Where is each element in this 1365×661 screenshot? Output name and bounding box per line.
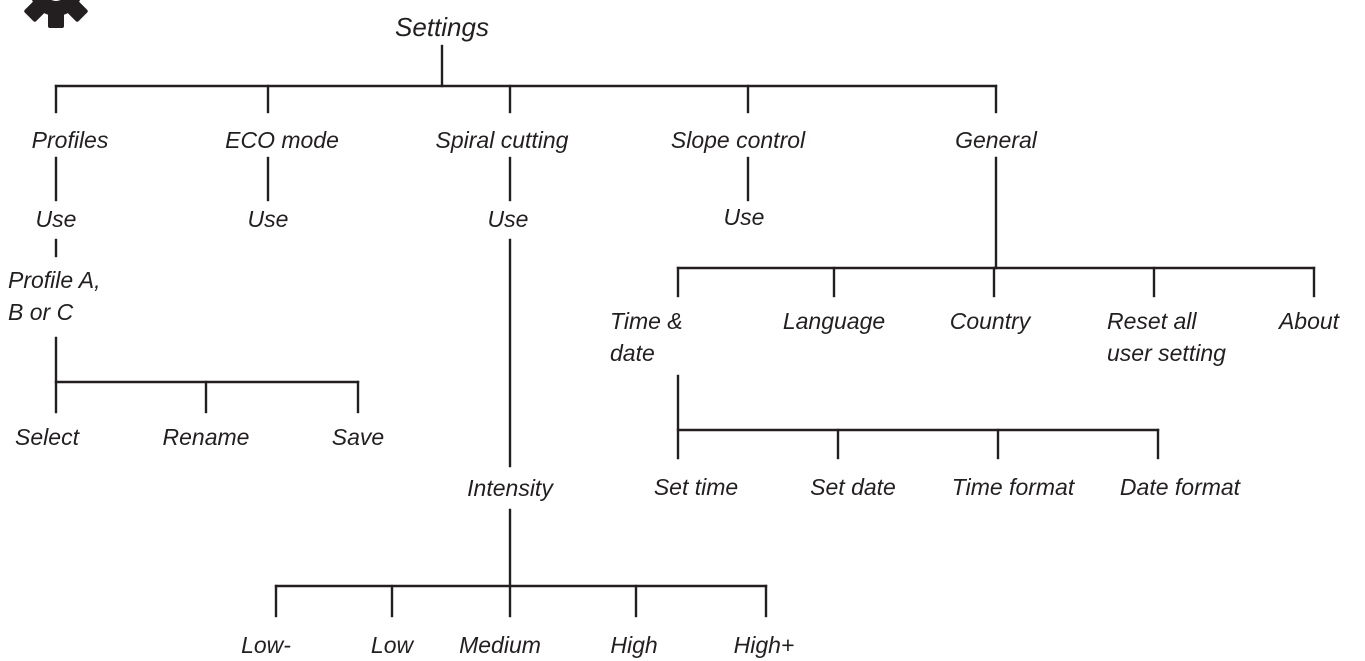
node-intensity: Intensity: [467, 475, 553, 501]
node-eco-use: Use: [247, 206, 289, 232]
node-profiles-use: Use: [35, 206, 77, 232]
node-spiral-cutting: Spiral cutting: [435, 127, 569, 153]
node-slope-use: Use: [723, 204, 765, 230]
node-language: Language: [782, 308, 886, 334]
node-rename: Rename: [162, 424, 250, 450]
node-intensity-low: Low: [370, 632, 414, 658]
node-intensity-high-plus: High+: [733, 632, 795, 658]
node-general: General: [955, 127, 1037, 153]
gear-icon: [24, 0, 88, 28]
node-about: About: [1278, 308, 1340, 334]
node-intensity-high: High: [610, 632, 658, 658]
node-select: Select: [15, 424, 79, 450]
node-settings: Settings: [395, 12, 489, 42]
node-intensity-medium: Medium: [459, 632, 541, 658]
node-spiral-use: Use: [487, 206, 529, 232]
node-date-format: Date format: [1119, 474, 1241, 500]
node-country: Country: [949, 308, 1031, 334]
node-slope-control: Slope control: [670, 127, 806, 153]
node-set-date: Set date: [810, 474, 896, 500]
node-profile-choice: Profile A, B or C: [8, 267, 101, 325]
node-reset-all: Reset all user setting: [1107, 308, 1226, 366]
node-set-time: Set time: [653, 474, 739, 500]
node-time-format: Time format: [951, 474, 1075, 500]
node-profiles: Profiles: [31, 127, 109, 153]
node-intensity-low-minus: Low-: [241, 632, 291, 658]
node-eco-mode: ECO mode: [225, 127, 339, 153]
node-save: Save: [331, 424, 385, 450]
node-time-date: Time & date: [610, 308, 683, 366]
